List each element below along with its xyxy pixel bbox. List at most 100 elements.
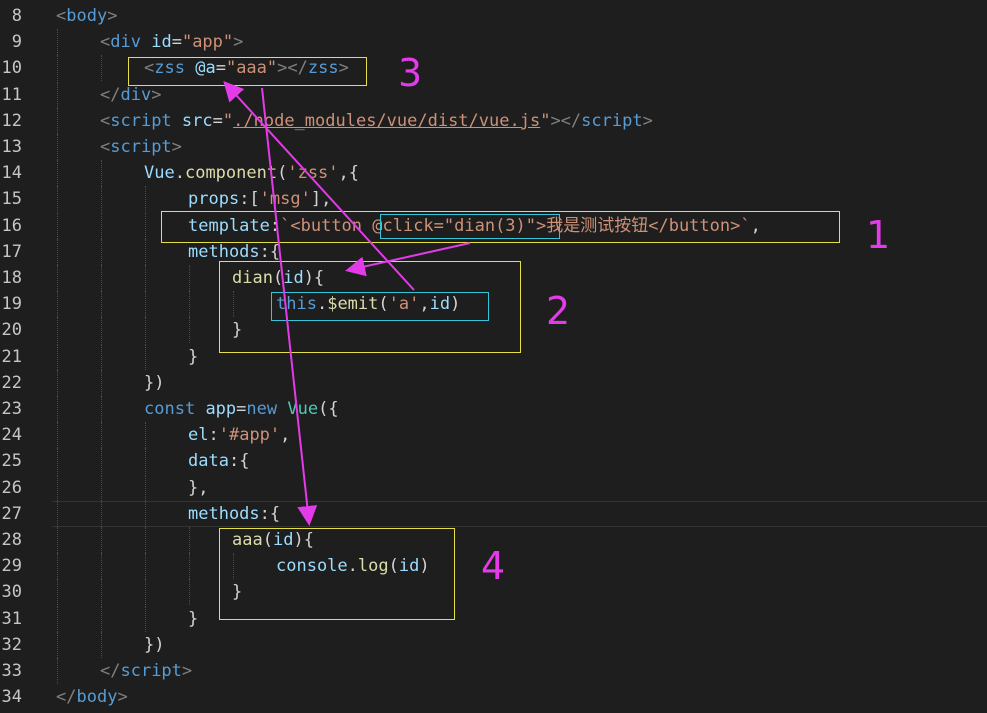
code-text[interactable]: } bbox=[188, 344, 198, 370]
indent-guide bbox=[145, 448, 146, 475]
code-text[interactable]: <zss @a="aaa"></zss> bbox=[144, 55, 349, 81]
code-token: < bbox=[100, 137, 111, 157]
code-text[interactable]: } bbox=[232, 579, 242, 605]
code-token: script bbox=[581, 110, 643, 131]
indent-guide bbox=[101, 343, 102, 370]
code-text[interactable]: }) bbox=[144, 632, 164, 658]
code-text[interactable]: aaa(id){ bbox=[232, 527, 314, 553]
code-token: < bbox=[100, 110, 111, 131]
code-text[interactable]: </script> bbox=[100, 658, 192, 684]
code-text[interactable]: }) bbox=[144, 370, 164, 396]
indent-guide bbox=[57, 238, 58, 265]
code-token: methods bbox=[188, 241, 260, 262]
code-line[interactable]: 26}, bbox=[0, 474, 987, 501]
code-token: ( bbox=[277, 163, 288, 184]
code-token: : bbox=[269, 215, 281, 236]
code-line[interactable]: 9<div id="app"> bbox=[0, 29, 987, 56]
indent-guide bbox=[57, 474, 58, 501]
indent-guide bbox=[57, 448, 58, 475]
line-number: 8 bbox=[11, 6, 22, 26]
indent-guide bbox=[145, 422, 146, 449]
code-text[interactable]: }, bbox=[188, 475, 208, 501]
code-line[interactable]: 22}) bbox=[0, 369, 987, 396]
line-number: 32 bbox=[1, 634, 22, 655]
indent-guide bbox=[57, 500, 58, 527]
code-token: const bbox=[144, 399, 196, 419]
code-line[interactable]: 34</body> bbox=[0, 684, 987, 710]
indent-guide bbox=[101, 369, 102, 396]
code-token: id bbox=[151, 32, 172, 53]
code-token: = bbox=[215, 58, 226, 79]
code-token: ( bbox=[262, 530, 273, 550]
code-token: ( bbox=[272, 268, 284, 288]
indent-guide bbox=[57, 107, 58, 134]
indent-guide bbox=[189, 527, 190, 553]
code-line[interactable]: 30} bbox=[0, 579, 987, 606]
code-line[interactable]: 20} bbox=[0, 317, 987, 344]
code-token: , bbox=[280, 425, 291, 446]
code-token: ></ bbox=[550, 110, 582, 131]
code-token: :[ bbox=[239, 189, 260, 210]
code-line[interactable]: 32}) bbox=[0, 631, 987, 658]
code-line[interactable]: 8 <body> bbox=[0, 3, 987, 29]
code-text[interactable]: methods:{ bbox=[188, 501, 280, 527]
code-text[interactable]: <script src="./node_modules/vue/dist/vue… bbox=[100, 108, 653, 134]
code-text[interactable]: el:'#app', bbox=[188, 422, 290, 448]
code-text[interactable]: dian(id){ bbox=[232, 265, 324, 291]
code-text[interactable]: Vue.component('zss',{ bbox=[144, 160, 359, 186]
indent-guide bbox=[57, 265, 58, 291]
code-token: new bbox=[246, 399, 278, 419]
code-text[interactable]: } bbox=[232, 317, 242, 343]
line-number: 10 bbox=[1, 58, 22, 79]
code-token: `<button @click="dian(3)">我是测试按钮</button… bbox=[280, 215, 751, 236]
code-line[interactable]: 19 this.$emit('a',id) bbox=[0, 291, 987, 318]
code-token: console bbox=[276, 556, 348, 577]
code-text[interactable]: <div id="app"> bbox=[100, 29, 243, 55]
code-text[interactable]: <script> bbox=[100, 134, 182, 160]
code-token: > bbox=[171, 137, 182, 157]
indent-guide bbox=[101, 291, 102, 318]
code-text[interactable]: console.log(id) bbox=[276, 553, 430, 579]
code-text[interactable]: <body> bbox=[56, 3, 117, 29]
line-number: 22 bbox=[1, 372, 22, 393]
code-text[interactable]: data:{ bbox=[188, 448, 249, 474]
code-line[interactable]: 11</div> bbox=[0, 81, 987, 108]
code-token: > bbox=[233, 32, 244, 53]
code-line[interactable]: 10 <zss @a="aaa"></zss> bbox=[0, 55, 987, 82]
indent-guide bbox=[233, 291, 234, 318]
code-token: > bbox=[151, 84, 162, 105]
code-text[interactable]: this.$emit('a',id) bbox=[276, 291, 460, 317]
code-text[interactable]: } bbox=[188, 606, 198, 632]
code-token: dian bbox=[232, 268, 273, 288]
code-text[interactable]: </div> bbox=[100, 82, 161, 108]
code-text[interactable]: </body> bbox=[56, 684, 128, 710]
line-number: 21 bbox=[1, 346, 22, 367]
code-token: zss bbox=[307, 58, 339, 79]
code-line[interactable]: 13<script> bbox=[0, 134, 987, 160]
code-line[interactable]: 12<script src="./node_modules/vue/dist/v… bbox=[0, 107, 987, 134]
code-token: , bbox=[750, 215, 761, 236]
code-token: = bbox=[236, 399, 247, 419]
code-line[interactable]: 33</script> bbox=[0, 658, 987, 684]
code-text[interactable]: const app=new Vue({ bbox=[144, 396, 339, 422]
code-text[interactable]: methods:{ bbox=[188, 239, 280, 265]
line-number: 19 bbox=[1, 294, 22, 315]
code-line[interactable]: 31} bbox=[0, 605, 987, 632]
code-text[interactable]: template:`<button @click="dian(3)">我是测试按… bbox=[188, 213, 761, 239]
code-token: </ bbox=[56, 687, 77, 708]
code-token: ./node_modules/vue/dist/vue.js bbox=[233, 110, 541, 131]
code-line[interactable]: 21} bbox=[0, 343, 987, 370]
indent-guide bbox=[233, 553, 234, 580]
code-token: :{ bbox=[259, 241, 281, 262]
